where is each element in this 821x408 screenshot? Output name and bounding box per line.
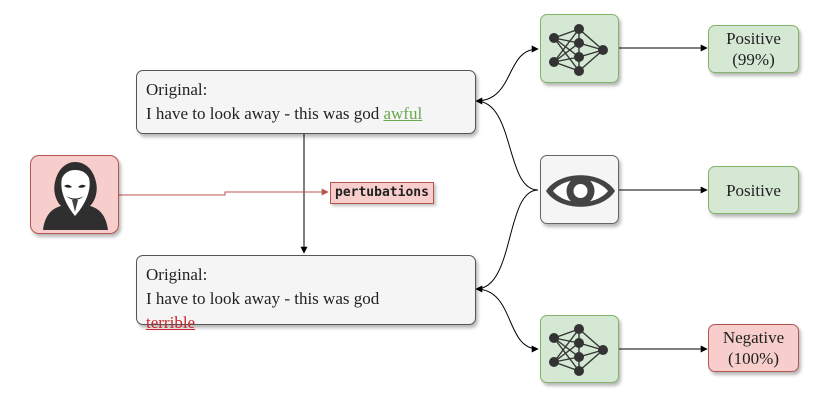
- adversarial-highlight-word: terrible: [146, 313, 196, 332]
- output-top-confidence: (99%): [732, 50, 775, 69]
- perturbations-label: pertubations: [330, 182, 434, 204]
- attacker-box: [30, 155, 119, 234]
- adversarial-heading: Original:: [146, 265, 208, 284]
- neural-network-icon: [549, 24, 608, 76]
- bottom-model-box: [540, 315, 619, 383]
- human-eye-box: [540, 155, 619, 224]
- neural-network-icon: [549, 324, 608, 376]
- output-bottom-negative: Negative (100%): [708, 324, 799, 372]
- arrow-adversarial-to-eye: [475, 189, 539, 293]
- output-bottom-label: Negative: [722, 328, 785, 347]
- arrow-original-to-eye: [475, 100, 539, 191]
- original-sentence: I have to look away - this was god: [146, 104, 384, 123]
- original-heading: Original:: [146, 80, 208, 99]
- output-bottom-confidence: (100%): [728, 349, 779, 368]
- original-sentence-line: I have to look away - this was god awful: [146, 102, 466, 126]
- adversarial-sentence: I have to look away - this was god: [146, 289, 380, 308]
- top-model-box: [540, 14, 619, 83]
- output-middle-positive: Positive: [708, 166, 799, 214]
- hacker-icon: [43, 162, 108, 230]
- arrow-attacker-to-perturbations: [119, 188, 329, 196]
- output-top-positive: Positive (99%): [708, 25, 799, 73]
- arrow-original-to-top-model: [475, 45, 539, 105]
- original-text-box: Original: I have to look away - this was…: [136, 70, 476, 134]
- eye-icon: [546, 175, 615, 207]
- adversarial-text-box: Original: I have to look away - this was…: [136, 255, 476, 332]
- output-top-label: Positive: [726, 29, 781, 48]
- output-middle-label: Positive: [726, 180, 781, 200]
- original-highlight-word: awful: [383, 104, 423, 123]
- arrow-adversarial-to-bottom-model: [475, 288, 539, 353]
